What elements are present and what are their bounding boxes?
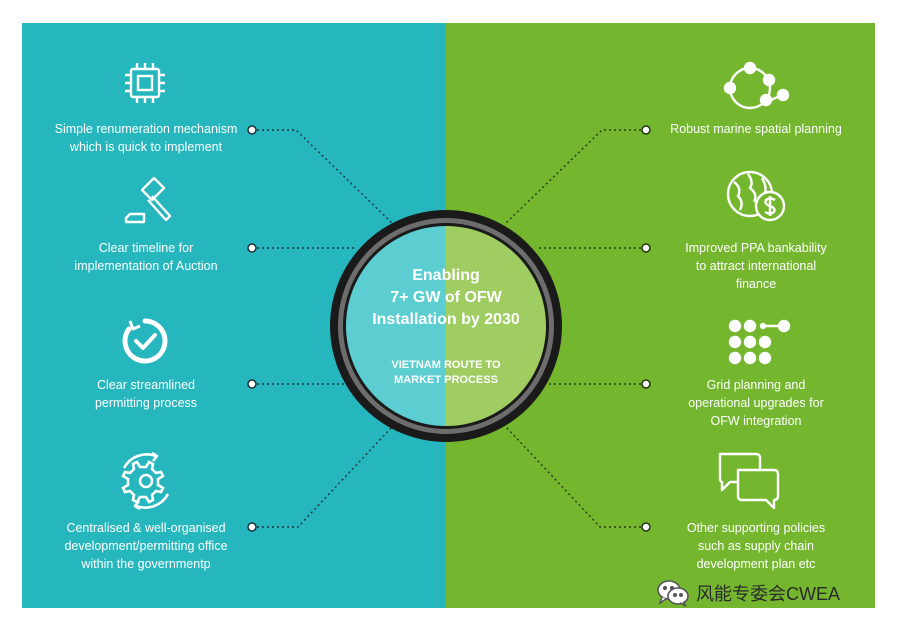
right-item-1-text: Robust marine spatial planning	[670, 122, 842, 136]
connector-right-1	[505, 129, 646, 224]
center-title: Enabling 7+ GW of OFW Installation by 20…	[372, 267, 520, 328]
left-item-4-text: Centralised & well-organised development…	[64, 521, 228, 571]
connector-dot-left-4	[247, 522, 257, 532]
connector-left-1	[252, 129, 393, 224]
network-circle-icon	[723, 61, 790, 110]
connector-dot-right-4	[641, 522, 651, 532]
left-item-3-text: Clear streamlined permitting process	[94, 378, 198, 410]
chat-bubbles-icon	[718, 452, 780, 510]
connector-dot-right-3	[641, 379, 651, 389]
connector-dot-right-2	[641, 243, 651, 253]
connector-dot-left-1	[247, 125, 257, 135]
globe-dollar-icon	[726, 170, 786, 222]
watermark-text: 风能专委会CWEA	[696, 584, 840, 604]
wechat-icon	[657, 580, 689, 607]
right-item-3-text: Grid planning and operational upgrades f…	[688, 378, 824, 428]
center-subtitle: VIETNAM ROUTE TO MARKET PROCESS	[391, 359, 501, 386]
center-hub	[330, 210, 562, 442]
right-item-4-text: Other supporting policies such as supply…	[686, 521, 826, 571]
timer-check-icon	[122, 318, 168, 364]
grid-dots-icon	[728, 319, 791, 365]
connector-right-4	[505, 426, 646, 528]
gavel-icon	[124, 176, 172, 224]
chip-icon	[125, 63, 165, 103]
connector-dot-right-1	[641, 125, 651, 135]
watermark: 风能专委会CWEA	[656, 579, 840, 607]
right-item-2-text: Improved PPA bankability to attract inte…	[685, 241, 827, 291]
connector-dot-left-3	[247, 379, 257, 389]
left-item-2-text: Clear timeline for implementation of Auc…	[74, 241, 218, 273]
connector-dot-left-2	[247, 243, 257, 253]
gear-cycle-icon	[121, 452, 170, 510]
left-item-1-text: Simple renumeration mechanism which is q…	[54, 122, 238, 154]
connector-left-4	[252, 426, 393, 528]
